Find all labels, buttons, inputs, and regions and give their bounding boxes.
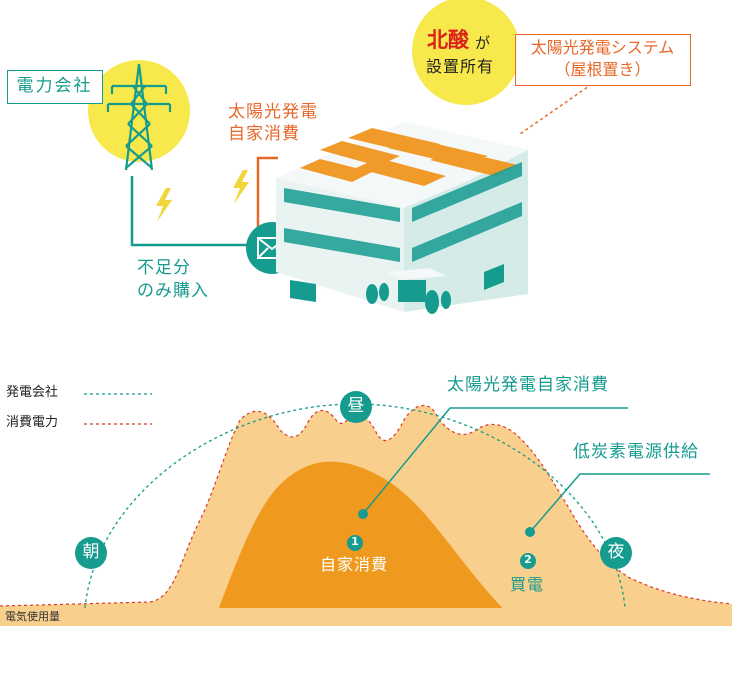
system-box: 太陽光発電システム （屋根置き） <box>515 34 691 86</box>
marker-2-badge <box>520 553 536 569</box>
marker-1-badge <box>347 535 363 551</box>
marker-2-label: 買電 <box>510 575 545 594</box>
legend-consumption-label: 消費電力 <box>6 415 59 430</box>
owner-name: 北酸 <box>427 28 469 52</box>
owner-line2: 設置所有 <box>426 57 495 76</box>
baseline-label: 電気使用量 <box>5 610 60 623</box>
morning-label: 朝 <box>82 542 100 562</box>
power-tower-icon <box>106 63 172 171</box>
system-line2: （屋根置き） <box>554 60 651 79</box>
self-consume-label-2: 自家消費 <box>228 124 300 144</box>
owner-sun-circle <box>412 0 520 105</box>
lightning-icon-left <box>156 188 172 222</box>
baseline-bar <box>0 608 732 626</box>
marker-1-label: 自家消費 <box>320 555 389 574</box>
purchase-line2: のみ購入 <box>137 281 209 301</box>
purchase-line <box>130 176 248 247</box>
noon-badge <box>340 391 372 423</box>
legend-generation-label: 発電会社 <box>6 385 59 400</box>
callout-lowcarbon-leader <box>529 473 710 533</box>
consumption-curve <box>0 404 732 607</box>
system-leader-line <box>519 83 593 135</box>
noon-label: 昼 <box>347 396 365 416</box>
lightning-icon-right <box>233 170 249 204</box>
system-line1: 太陽光発電システム <box>530 38 675 57</box>
callout-self-label: 太陽光発電自家消費 <box>447 375 609 395</box>
self-consumption-area <box>212 461 522 626</box>
callout-self-leader <box>362 407 628 515</box>
marker-2-num: 2 <box>524 553 532 566</box>
self-consume-line <box>256 156 278 238</box>
callout-lowcarbon-label: 低炭素電源供給 <box>573 442 699 462</box>
self-consume-label-1: 太陽光発電 <box>228 102 318 122</box>
marker-1-num: 1 <box>351 535 359 548</box>
factory-building <box>276 122 528 314</box>
morning-badge <box>75 537 107 569</box>
power-company-box: 電力会社 <box>7 70 103 104</box>
purchase-line1: 不足分 <box>137 258 191 278</box>
night-label: 夜 <box>607 542 625 562</box>
callout-self-dot <box>358 509 368 519</box>
power-company-label: 電力会社 <box>16 76 93 96</box>
night-badge <box>600 537 632 569</box>
owner-particle: が <box>475 34 491 52</box>
callout-lowcarbon-dot <box>525 527 535 537</box>
